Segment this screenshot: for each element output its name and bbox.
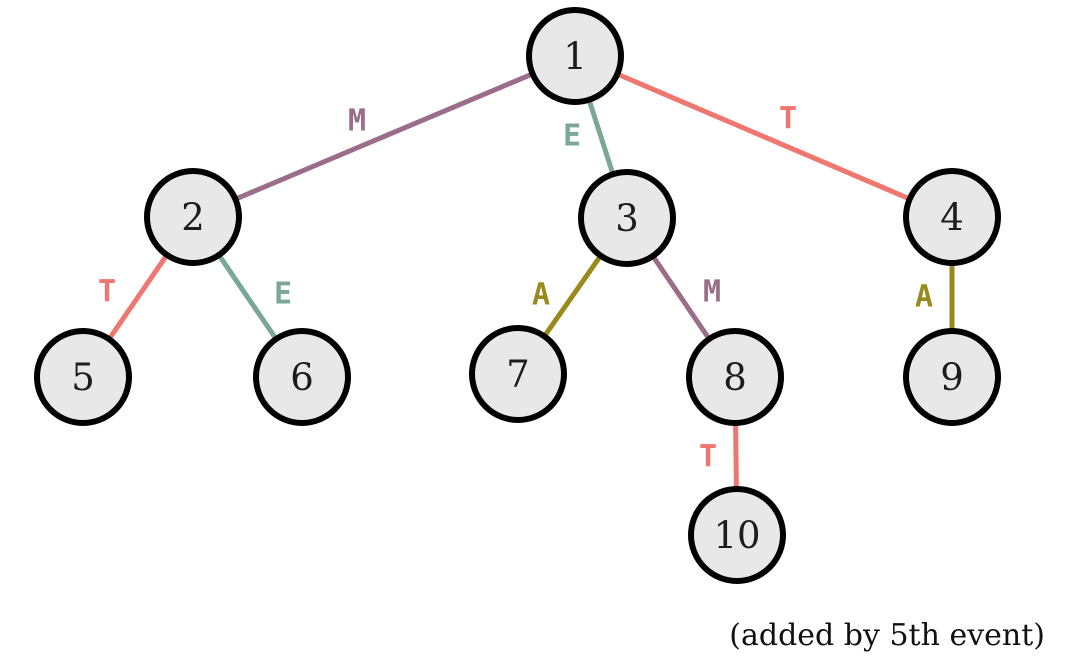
node-number-2: 2 (181, 196, 205, 239)
tree-node-8: 8 (686, 328, 784, 426)
node-number-8: 8 (723, 356, 747, 399)
node-circle-6 (253, 328, 351, 426)
node-number-9: 9 (940, 356, 964, 399)
tree-node-6: 6 (253, 328, 351, 426)
tree-node-2: 2 (144, 168, 242, 266)
tree-node-1: 1 (526, 7, 624, 105)
node-circle-8 (686, 328, 784, 426)
node-number-7: 7 (506, 353, 530, 396)
edge-labels-layer: M E T T E A M A T (98, 102, 933, 475)
tree-node-4: 4 (903, 168, 1001, 266)
nodes-layer: 1 2 3 4 5 6 7 8 9 10 (34, 7, 1001, 584)
node-circle-3 (578, 169, 676, 267)
tree-node-10: 10 (688, 486, 786, 584)
node-circle-2 (144, 168, 242, 266)
edge-label-3-8: M (703, 275, 721, 310)
node-number-4: 4 (940, 196, 964, 239)
edge-label-1-2: M (348, 104, 366, 139)
edge-label-3-7: A (532, 278, 550, 313)
node-circle-5 (34, 328, 132, 426)
tree-node-3: 3 (578, 169, 676, 267)
edge-label-8-10: T (699, 440, 717, 475)
node-circle-10 (688, 486, 786, 584)
edge-label-2-6: E (274, 277, 292, 312)
node-number-10: 10 (713, 514, 760, 557)
tree-node-5: 5 (34, 328, 132, 426)
node-number-1: 1 (563, 35, 587, 78)
node-circle-7 (469, 325, 567, 423)
edge-1-4 (574, 53, 953, 220)
node-circle-1 (526, 7, 624, 105)
node-number-6: 6 (290, 356, 314, 399)
edge-label-4-9: A (915, 280, 933, 315)
edge-1-2 (192, 53, 576, 220)
node-circle-4 (903, 168, 1001, 266)
node-number-5: 5 (71, 356, 95, 399)
caption-added-by-event: (added by 5th event) (729, 618, 1045, 653)
node-number-3: 3 (615, 197, 639, 240)
tree-node-9: 9 (903, 328, 1001, 426)
edge-label-1-4: T (779, 102, 797, 137)
tree-node-7: 7 (469, 325, 567, 423)
node-circle-9 (903, 328, 1001, 426)
edge-label-1-3: E (563, 119, 581, 154)
edge-label-2-5: T (98, 275, 116, 310)
edges-layer (80, 53, 955, 536)
